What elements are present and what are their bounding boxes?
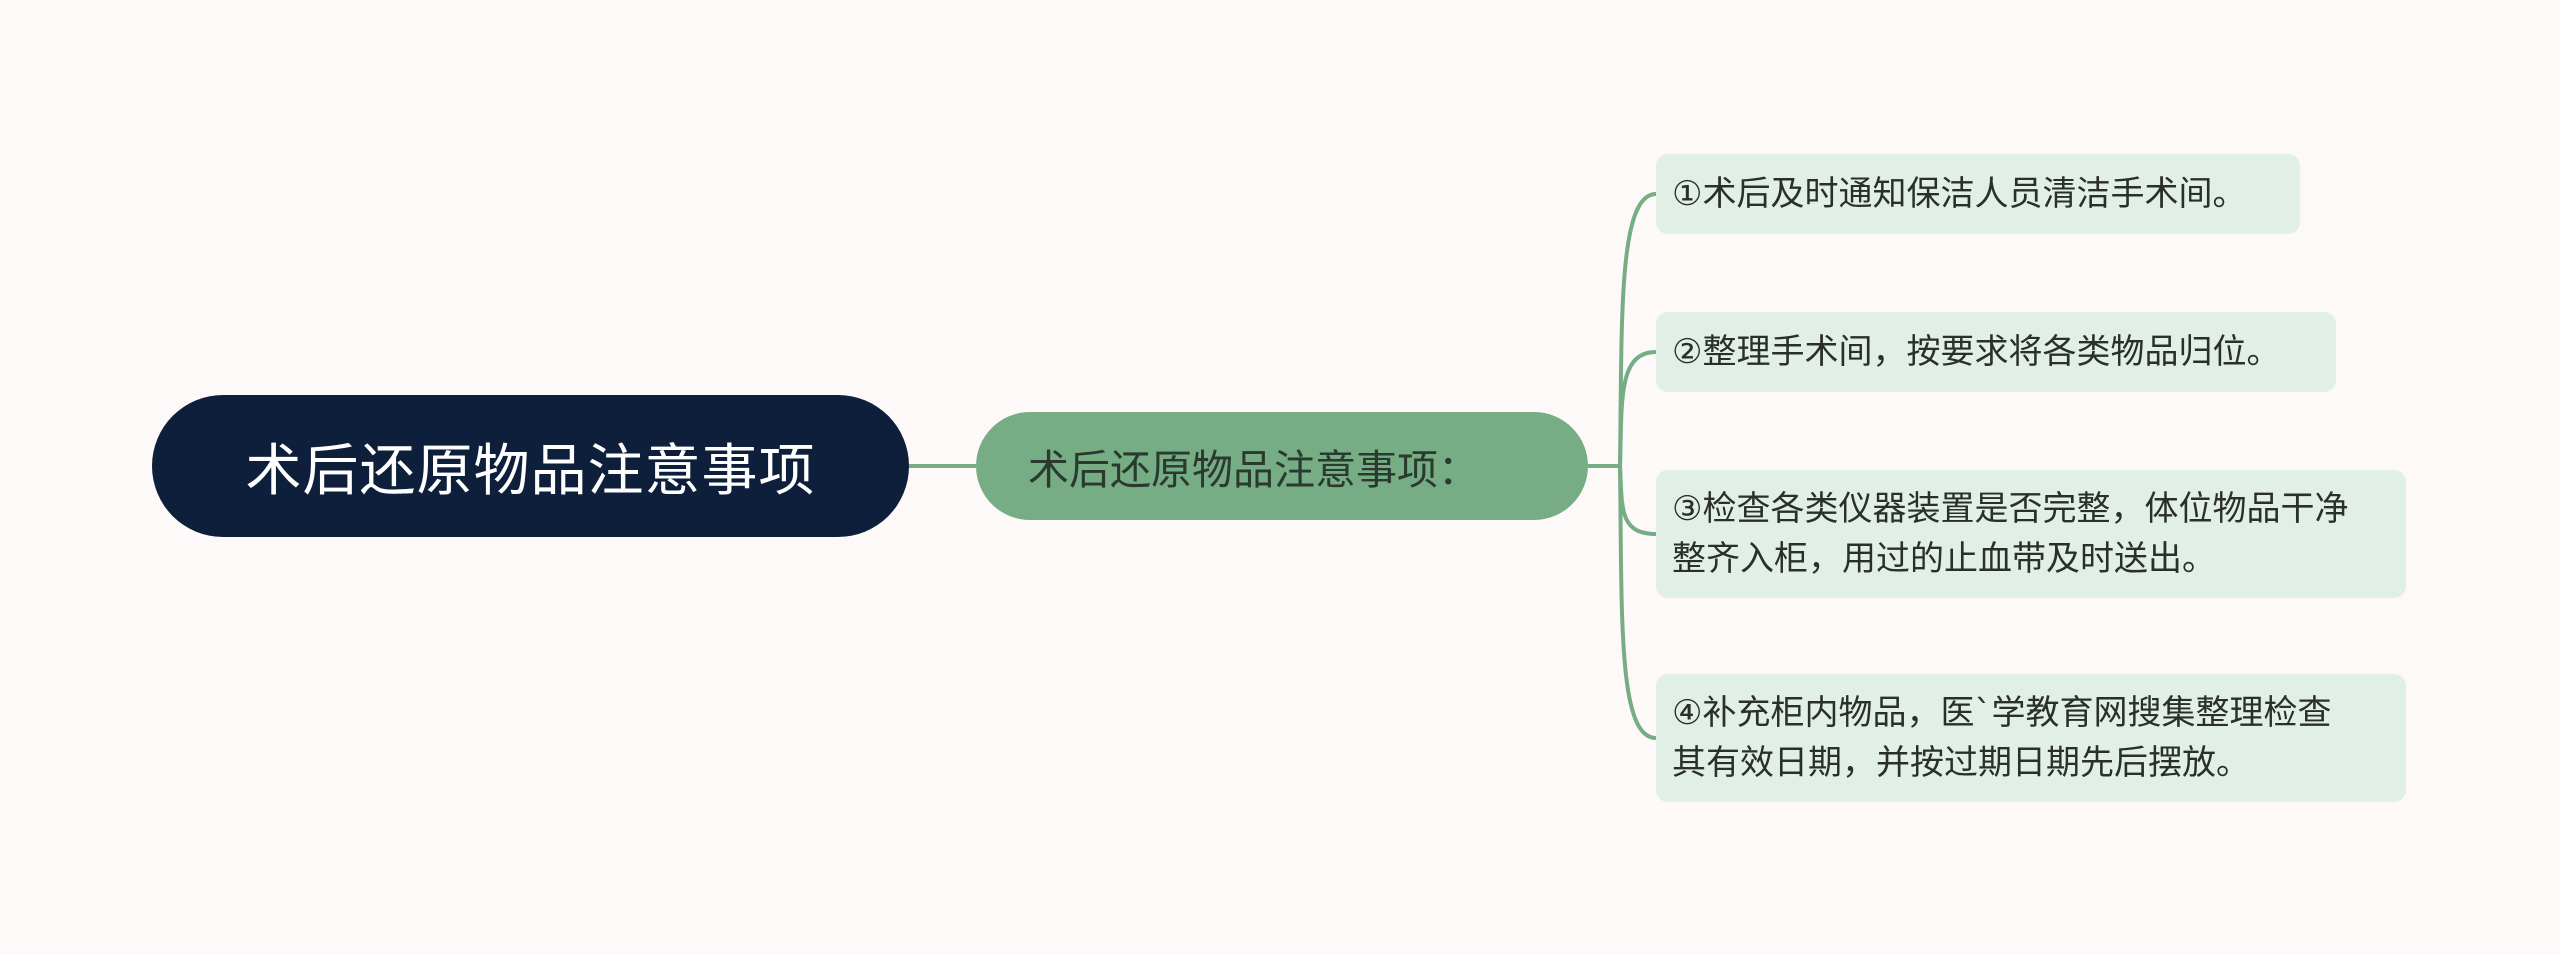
item-node-2[interactable]: ②整理手术间，按要求将各类物品归位。 — [1656, 312, 2336, 392]
root-topic-node[interactable]: 术后还原物品注意事项 — [152, 395, 909, 537]
branch-to-item-4-connector — [1618, 465, 1657, 740]
item-2-line-1: ②整理手术间，按要求将各类物品归位。 — [1672, 332, 2281, 372]
branch-to-item-2-connector — [1618, 350, 1657, 467]
branch-to-item-1-connector — [1618, 192, 1657, 467]
item-4-line-1: ④补充柜内物品，医`学教育网搜集整理检查 — [1672, 693, 2332, 733]
item-1-line-1: ①术后及时通知保洁人员清洁手术间。 — [1672, 174, 2247, 214]
item-3-line-2: 整齐入柜，用过的止血带及时送出。 — [1672, 539, 2216, 579]
branch-topic-label: 术后还原物品注意事项： — [1028, 446, 1479, 494]
branch-to-item-3-connector — [1618, 465, 1657, 536]
item-node-4[interactable]: ④补充柜内物品，医`学教育网搜集整理检查 其有效日期，并按过期日期先后摆放。 — [1656, 674, 2406, 802]
branch-topic-node[interactable]: 术后还原物品注意事项： — [976, 412, 1588, 520]
item-4-line-2: 其有效日期，并按过期日期先后摆放。 — [1672, 743, 2250, 783]
item-node-1[interactable]: ①术后及时通知保洁人员清洁手术间。 — [1656, 154, 2300, 234]
item-node-3[interactable]: ③检查各类仪器装置是否完整，体位物品干净 整齐入柜，用过的止血带及时送出。 — [1656, 470, 2406, 598]
root-topic-label: 术后还原物品注意事项 — [245, 438, 816, 504]
item-3-line-1: ③检查各类仪器装置是否完整，体位物品干净 — [1672, 489, 2349, 529]
